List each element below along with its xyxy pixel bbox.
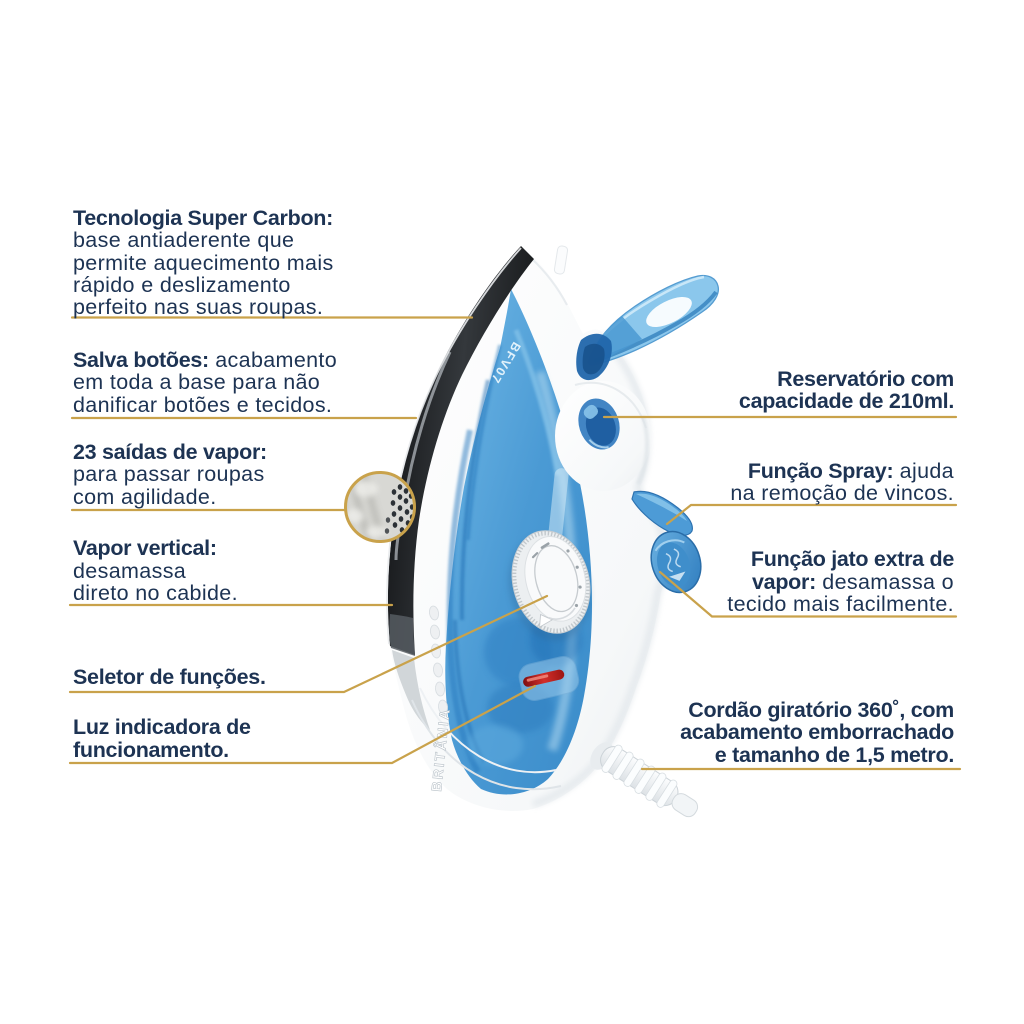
function-dial [508, 530, 591, 641]
callout-luz [68, 684, 537, 765]
buttons [631, 490, 702, 594]
handle [576, 274, 720, 381]
feature-rest-text: desamassa o tecido mais facilmente. [727, 569, 954, 617]
feature-luz-indicadora: Luz indicadora de funcionamento. [73, 716, 251, 761]
feature-bold-text: Cordão giratório 360˚, com acabamento em… [680, 697, 954, 767]
steam-burst-button [650, 530, 702, 594]
iron: BFV07 [386, 245, 720, 818]
feature-saidas-de-vapor: 23 saídas de vapor: para passar roupas c… [73, 441, 267, 508]
feature-cordao-giratorio: Cordão giratório 360˚, com acabamento em… [680, 699, 954, 766]
callout-lines [68, 316, 962, 771]
feature-vapor-vertical: Vapor vertical: desamassa direto no cabi… [73, 537, 238, 604]
feature-bold-text: Reservatório com capacidade de 210ml. [738, 366, 954, 414]
callout-seletor [68, 594, 549, 694]
feature-funcao-spray: Função Spray: ajuda na remoção de vincos… [730, 458, 954, 506]
feature-reservatorio: Reservatório com capacidade de 210ml. [738, 366, 954, 414]
power-cord [590, 742, 699, 818]
feature-bold-text: Função jato extra de vapor: [750, 547, 954, 594]
feature-bold-text: 23 saídas de vapor: [73, 439, 267, 464]
feature-bold-text: Luz indicadora de funcionamento. [73, 715, 251, 762]
feature-tecnologia-super-carbon: Tecnologia Super Carbon: base antiaderen… [73, 207, 334, 319]
water-fill-hole [578, 398, 620, 450]
feature-bold-text: Seletor de funções. [73, 664, 266, 689]
feature-rest-text: acabamento em toda a base para não danif… [73, 347, 338, 417]
indicator-light [518, 656, 580, 701]
feature-bold-text: Vapor vertical: [73, 536, 217, 561]
heel-bumps [428, 605, 448, 715]
callout-jato [658, 570, 958, 618]
steam-holes-magnifier [344, 471, 416, 543]
feature-rest-text: desamassa direto no cabide. [73, 558, 238, 606]
feature-funcao-jato-extra: Função jato extra de vapor: desamassa o … [727, 548, 954, 615]
spray-button [631, 490, 693, 536]
callout-spray [665, 503, 958, 526]
feature-salva-botoes: Salva botões: acabamento em toda a base … [73, 349, 337, 416]
feature-rest-text: para passar roupas com agilidade. [73, 462, 265, 509]
feature-rest-text: ajuda na remoção de vincos. [730, 458, 954, 506]
feature-rest-text: base antiaderente que permite aqueciment… [73, 228, 334, 320]
feature-bold-text: Salva botões: [73, 347, 209, 372]
feature-seletor-de-funcoes: Seletor de funções. [73, 666, 266, 688]
feature-bold-text: Função Spray: [747, 458, 894, 483]
feature-bold-text: Tecnologia Super Carbon: [73, 205, 333, 230]
soleplate [386, 246, 562, 791]
